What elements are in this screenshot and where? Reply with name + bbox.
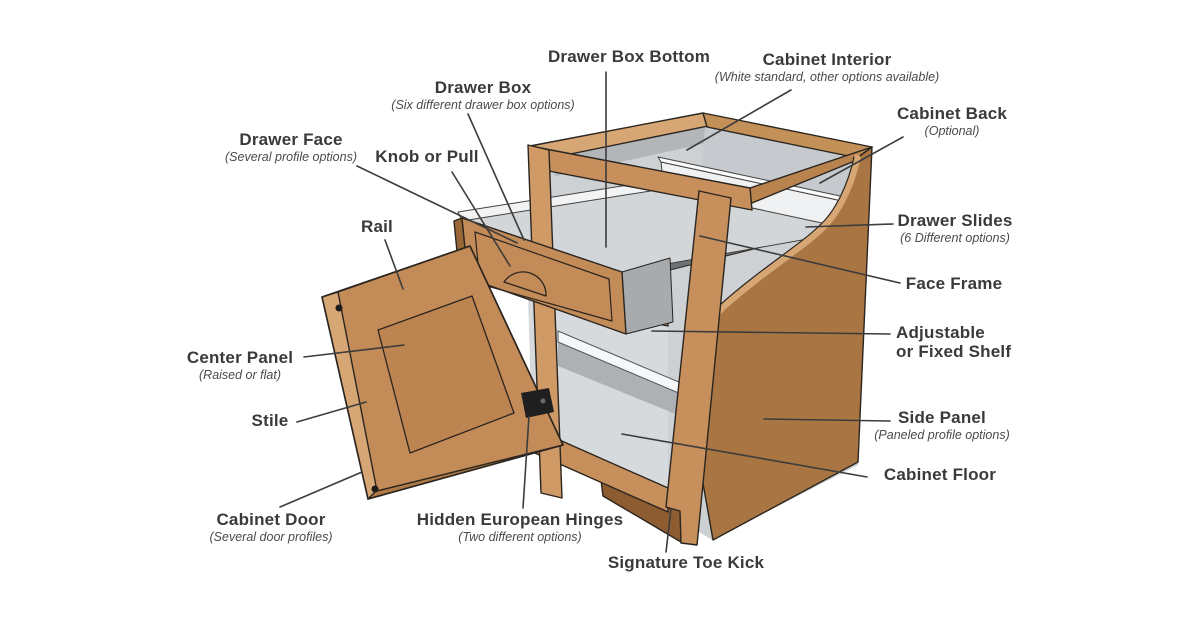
- label-drawer-face: Drawer Face (Several profile options): [224, 130, 358, 165]
- interior-back-panel: [701, 118, 866, 213]
- label-adjustable-shelf: Adjustable or Fixed Shelf: [896, 323, 1011, 361]
- leader-adjustable-shelf: [651, 330, 891, 335]
- leader-drawer-box: [467, 113, 525, 241]
- label-subtitle: (Several profile options): [224, 150, 358, 165]
- drawer-box-right-side: [621, 257, 674, 335]
- label-title: Cabinet Interior: [762, 50, 892, 69]
- label-subtitle: (Optional): [924, 124, 980, 139]
- label-subtitle: (Two different options): [458, 530, 582, 545]
- label-knob-or-pull: Knob or Pull: [375, 147, 479, 166]
- label-subtitle: (Six different drawer box options): [391, 98, 575, 113]
- leader-knob-or-pull: [451, 171, 511, 267]
- label-signature-toe-kick: Signature Toe Kick: [607, 553, 765, 572]
- label-hidden-european-hinges: Hidden European Hinges (Two different op…: [416, 510, 624, 545]
- leader-cabinet-interior: [686, 89, 792, 151]
- door-outline: [321, 245, 564, 500]
- label-title: Hidden European Hinges: [416, 510, 624, 529]
- european-hinge: [521, 388, 554, 418]
- label-stile: Stile: [251, 411, 289, 430]
- drawer-box-inner: [457, 156, 860, 273]
- leader-hidden-hinges: [522, 415, 530, 509]
- label-subtitle: (Paneled profile options): [874, 428, 1010, 443]
- label-subtitle: (Several door profiles): [209, 530, 333, 545]
- label-title: Drawer Slides: [897, 211, 1013, 230]
- leader-center-panel: [303, 344, 405, 358]
- label-subtitle: (Raised or flat): [199, 368, 281, 383]
- label-title: Rail: [361, 217, 393, 236]
- door-peg-bottom: [371, 485, 379, 493]
- label-title: Stile: [251, 411, 289, 430]
- drawer: [453, 217, 674, 335]
- label-side-panel: Side Panel (Paneled profile options): [874, 408, 1010, 443]
- label-title: Center Panel: [186, 348, 294, 367]
- label-rail: Rail: [361, 217, 393, 236]
- leader-drawer-face: [356, 165, 518, 244]
- label-title: Adjustable or Fixed Shelf: [896, 323, 1012, 361]
- leader-cabinet-floor: [621, 433, 868, 478]
- leader-cabinet-back: [819, 136, 904, 184]
- leader-side-panel: [763, 418, 891, 422]
- label-title: Knob or Pull: [375, 147, 479, 166]
- label-title: Signature Toe Kick: [607, 553, 765, 572]
- label-title: Cabinet Floor: [883, 465, 997, 484]
- shelf-shadow: [558, 342, 700, 424]
- label-title: Face Frame: [905, 274, 1003, 293]
- label-title: Drawer Box: [434, 78, 532, 97]
- label-drawer-box-bottom: Drawer Box Bottom: [547, 47, 711, 66]
- leader-stile: [296, 401, 367, 423]
- hinge-cup: [540, 398, 546, 404]
- label-drawer-slides: Drawer Slides (6 Different options): [897, 211, 1013, 246]
- door-peg-top: [335, 304, 343, 312]
- label-title: Side Panel: [898, 408, 986, 427]
- face-frame-right-stile: [665, 190, 732, 546]
- label-drawer-box: Drawer Box (Six different drawer box opt…: [391, 78, 575, 113]
- door-center-panel: [377, 295, 515, 454]
- leader-lines: [279, 71, 904, 553]
- label-subtitle: (White standard, other options available…: [714, 70, 940, 85]
- label-center-panel: Center Panel (Raised or flat): [186, 348, 294, 383]
- label-cabinet-back: Cabinet Back (Optional): [896, 104, 1008, 139]
- label-title: Cabinet Back: [896, 104, 1008, 123]
- leader-signature-toe-kick: [665, 508, 672, 553]
- label-cabinet-door: Cabinet Door (Several door profiles): [209, 510, 333, 545]
- label-title: Cabinet Door: [216, 510, 326, 529]
- label-subtitle: (6 Different options): [900, 231, 1010, 246]
- leader-drawer-slides: [805, 223, 894, 228]
- label-title: Drawer Face: [239, 130, 343, 149]
- cabinet-door: [321, 245, 564, 500]
- label-cabinet-floor: Cabinet Floor: [883, 465, 997, 484]
- label-face-frame: Face Frame: [905, 274, 1003, 293]
- label-cabinet-interior: Cabinet Interior (White standard, other …: [714, 50, 940, 85]
- label-title: Drawer Box Bottom: [547, 47, 711, 66]
- leader-face-frame: [699, 235, 901, 284]
- leader-rail: [384, 239, 404, 290]
- knob-cutout: [503, 271, 547, 297]
- leader-cabinet-door: [279, 471, 363, 508]
